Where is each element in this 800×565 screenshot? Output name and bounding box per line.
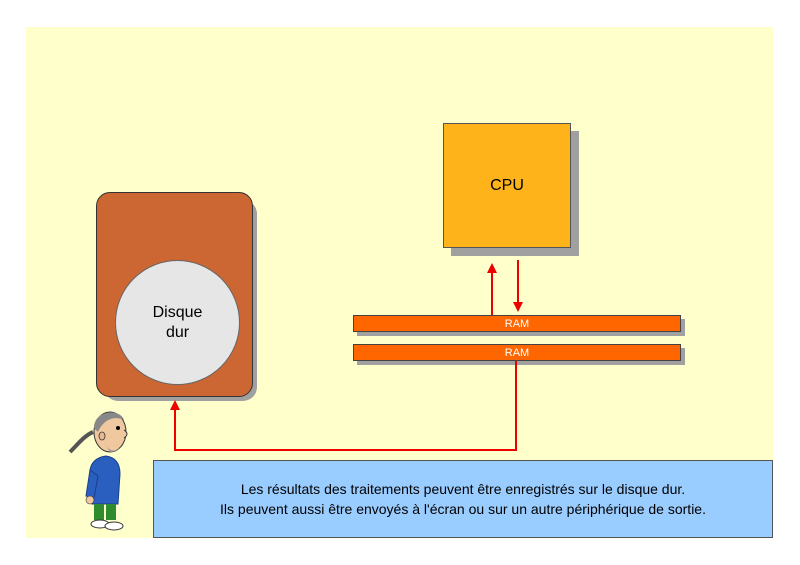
hard-disk-label: Disque dur: [138, 303, 218, 343]
ram-to-disk-connector: [170, 361, 517, 451]
ram-label-2: RAM: [504, 346, 530, 359]
ram-label-1: RAM: [504, 317, 530, 330]
cpu-box: CPU: [443, 123, 571, 248]
hard-disk-label-line2: dur: [165, 323, 190, 341]
cpu-label: CPU: [490, 176, 524, 194]
caption-line-2: Ils peuvent aussi être envoyés à l'écran…: [220, 501, 706, 517]
caption-line-1: Les résultats des traitements peuvent êt…: [240, 481, 686, 497]
character-icon: [68, 411, 128, 531]
hard-disk-platter: Disque dur: [115, 260, 240, 385]
ram-bar-2: RAM: [353, 344, 681, 361]
ram-bar-1: RAM: [353, 315, 681, 332]
hard-disk-label-line1: Disque: [152, 303, 203, 321]
caption-box: Les résultats des traitements peuvent êt…: [153, 460, 773, 538]
